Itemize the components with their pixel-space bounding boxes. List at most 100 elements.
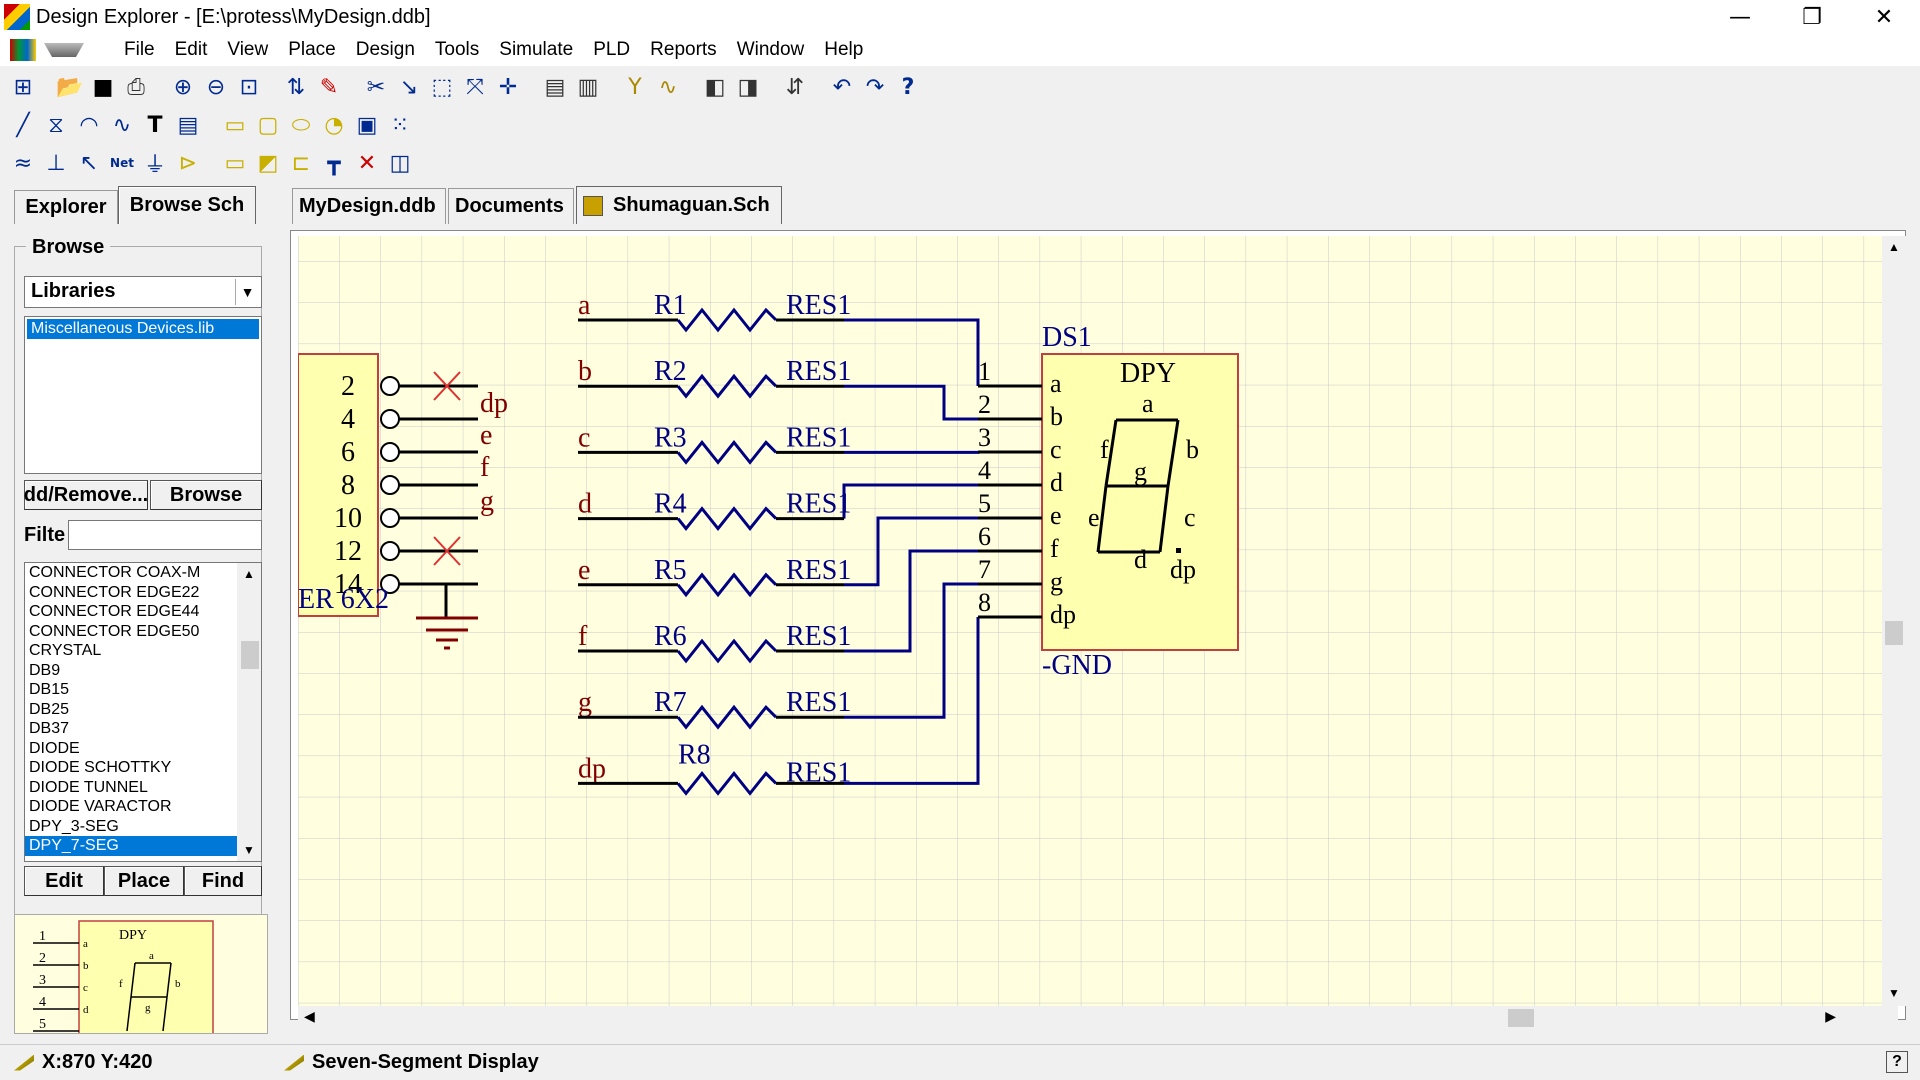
deselect-icon[interactable]: ⤧ [466, 74, 484, 100]
scroll-thumb[interactable] [241, 641, 259, 669]
menu-design[interactable]: Design [355, 39, 415, 60]
component-list-item[interactable]: CONNECTOR EDGE22 [29, 583, 200, 601]
round-rectangle-icon[interactable]: ▢ [257, 112, 279, 138]
zoom-in-icon[interactable]: ⊕ [173, 74, 193, 100]
scroll-up-icon[interactable]: ▲ [243, 567, 255, 581]
menu-pld[interactable]: PLD [593, 39, 631, 60]
component-list-item[interactable]: CONNECTOR EDGE50 [29, 622, 200, 640]
tab-shumaguan-sch[interactable]: Shumaguan.Sch [576, 186, 782, 224]
junction-icon[interactable]: ┳ [327, 150, 341, 176]
tab-documents[interactable]: Documents [448, 188, 574, 224]
net-label-icon[interactable]: Net [110, 156, 134, 170]
power-port-icon[interactable]: ⏚ [143, 153, 166, 178]
display-body[interactable] [1041, 353, 1239, 651]
component-list-item[interactable]: CRYSTAL [29, 642, 102, 659]
browse-library-icon[interactable]: ▥ [577, 74, 599, 100]
cut-icon[interactable]: ✂ [366, 74, 386, 100]
add-remove-button[interactable]: dd/Remove... [24, 480, 148, 510]
no-erc-icon[interactable]: ✕ [357, 150, 377, 176]
help-icon[interactable]: ? [901, 74, 915, 100]
zoom-fit-icon[interactable]: ⊡ [239, 74, 259, 100]
component-list-item[interactable]: DPY_3-SEG [29, 817, 119, 835]
filter-input[interactable] [68, 520, 262, 550]
component-list-item[interactable]: DB37 [29, 720, 70, 737]
scroll-down-icon[interactable]: ▼ [243, 843, 255, 857]
bus-entry-icon[interactable]: ↖ [79, 150, 99, 176]
edit-button[interactable]: Edit [24, 866, 104, 896]
component-list-item[interactable]: CONNECTOR EDGE44 [29, 603, 200, 620]
menu-edit[interactable]: Edit [174, 39, 208, 60]
part-icon[interactable]: ⊳ [178, 150, 198, 176]
component-list-item[interactable]: CONNECTOR COAX-M [29, 564, 201, 581]
place-button[interactable]: Place [104, 866, 184, 896]
component-list-item[interactable]: DIODE VARACTOR [29, 798, 172, 815]
book-open-icon[interactable]: ◨ [737, 74, 759, 100]
hierarchy-icon[interactable]: ⇅ [286, 74, 306, 100]
pie-icon[interactable]: ◔ [324, 112, 344, 138]
zoom-out-icon[interactable]: ⊖ [206, 74, 226, 100]
sheet-entry-icon[interactable]: ◩ [257, 150, 279, 176]
tab-mydesign-ddb[interactable]: MyDesign.ddb [292, 188, 446, 224]
menu-tools[interactable]: Tools [434, 39, 480, 60]
sort-icon[interactable]: ⇵ [785, 74, 805, 100]
scroll-thumb[interactable] [1885, 621, 1903, 645]
text-icon[interactable]: T [147, 112, 163, 138]
component-list-item[interactable]: DIODE SCHOTTKY [29, 759, 172, 776]
menu-window[interactable]: Window [736, 39, 805, 60]
menu-dropdown-icon[interactable] [44, 43, 84, 57]
scroll-up-icon[interactable]: ▲ [1888, 240, 1900, 254]
minimize-button[interactable]: — [1729, 4, 1751, 30]
document-icon[interactable] [10, 39, 36, 61]
probe-icon[interactable]: Y [628, 74, 642, 100]
tab-browse-sch[interactable]: Browse Sch [118, 186, 256, 224]
library-item[interactable]: Miscellaneous Devices.lib [27, 319, 259, 339]
undo-icon[interactable]: ↶ [832, 74, 852, 100]
menu-file[interactable]: File [124, 39, 155, 60]
restore-button[interactable]: ❐ [1802, 4, 1822, 30]
open-folder-icon[interactable]: 📂 [56, 74, 84, 100]
component-list-scrollbar[interactable]: ▲ ▼ [237, 563, 261, 861]
browse-button[interactable]: Browse [150, 480, 262, 510]
scroll-thumb[interactable] [1508, 1009, 1534, 1027]
help-icon[interactable]: ? [1886, 1051, 1908, 1073]
component-list-item[interactable]: DPY_7-SEG [25, 836, 237, 856]
tab-explorer[interactable]: Explorer [14, 190, 118, 224]
design-manager-icon[interactable]: ⊞ [13, 74, 33, 100]
polygon-icon[interactable]: ⧖ [48, 112, 64, 138]
sheet-horizontal-scrollbar[interactable]: ◀ ▶ [298, 1006, 1898, 1030]
menu-help[interactable]: Help [824, 39, 864, 60]
scroll-down-icon[interactable]: ▼ [1888, 986, 1900, 1000]
bus-icon[interactable]: ⊥ [46, 150, 66, 176]
pcb-layout-icon[interactable]: ◫ [389, 150, 411, 176]
port-icon[interactable]: ⊏ [291, 150, 311, 176]
library-icon[interactable]: ▤ [544, 74, 566, 100]
component-list-item[interactable]: DB9 [29, 661, 61, 679]
component-list-item[interactable]: DB25 [29, 700, 70, 718]
wire-icon[interactable]: ≈ [13, 150, 33, 176]
redo-icon[interactable]: ↷ [865, 74, 885, 100]
cross-probe-icon[interactable]: ✎ [319, 74, 339, 100]
move-icon[interactable]: ✛ [498, 74, 518, 100]
menu-place[interactable]: Place [288, 39, 336, 60]
ellipse-icon[interactable]: ⬭ [291, 112, 311, 138]
close-button[interactable]: ✕ [1874, 4, 1894, 30]
rectangle-icon[interactable]: ▭ [224, 112, 246, 138]
graphic-icon[interactable]: ▣ [356, 112, 378, 138]
component-list-item[interactable]: DIODE [29, 739, 80, 757]
scroll-right-icon[interactable]: ▶ [1825, 1008, 1836, 1024]
save-icon[interactable]: ■ [92, 74, 114, 100]
paste-icon[interactable]: ↘ [399, 74, 419, 100]
menu-reports[interactable]: Reports [650, 39, 717, 60]
browse-type-select[interactable]: Libraries ▼ [24, 276, 262, 308]
library-list[interactable]: Miscellaneous Devices.lib [24, 316, 262, 474]
find-button[interactable]: Find [184, 866, 262, 896]
arc-icon[interactable]: ◠ [79, 112, 99, 138]
wave-icon[interactable]: ∿ [658, 74, 678, 100]
dropdown-arrow-icon[interactable]: ▼ [235, 279, 259, 305]
text-frame-icon[interactable]: ▤ [177, 112, 199, 138]
component-list-item[interactable]: DIODE TUNNEL [29, 778, 148, 796]
